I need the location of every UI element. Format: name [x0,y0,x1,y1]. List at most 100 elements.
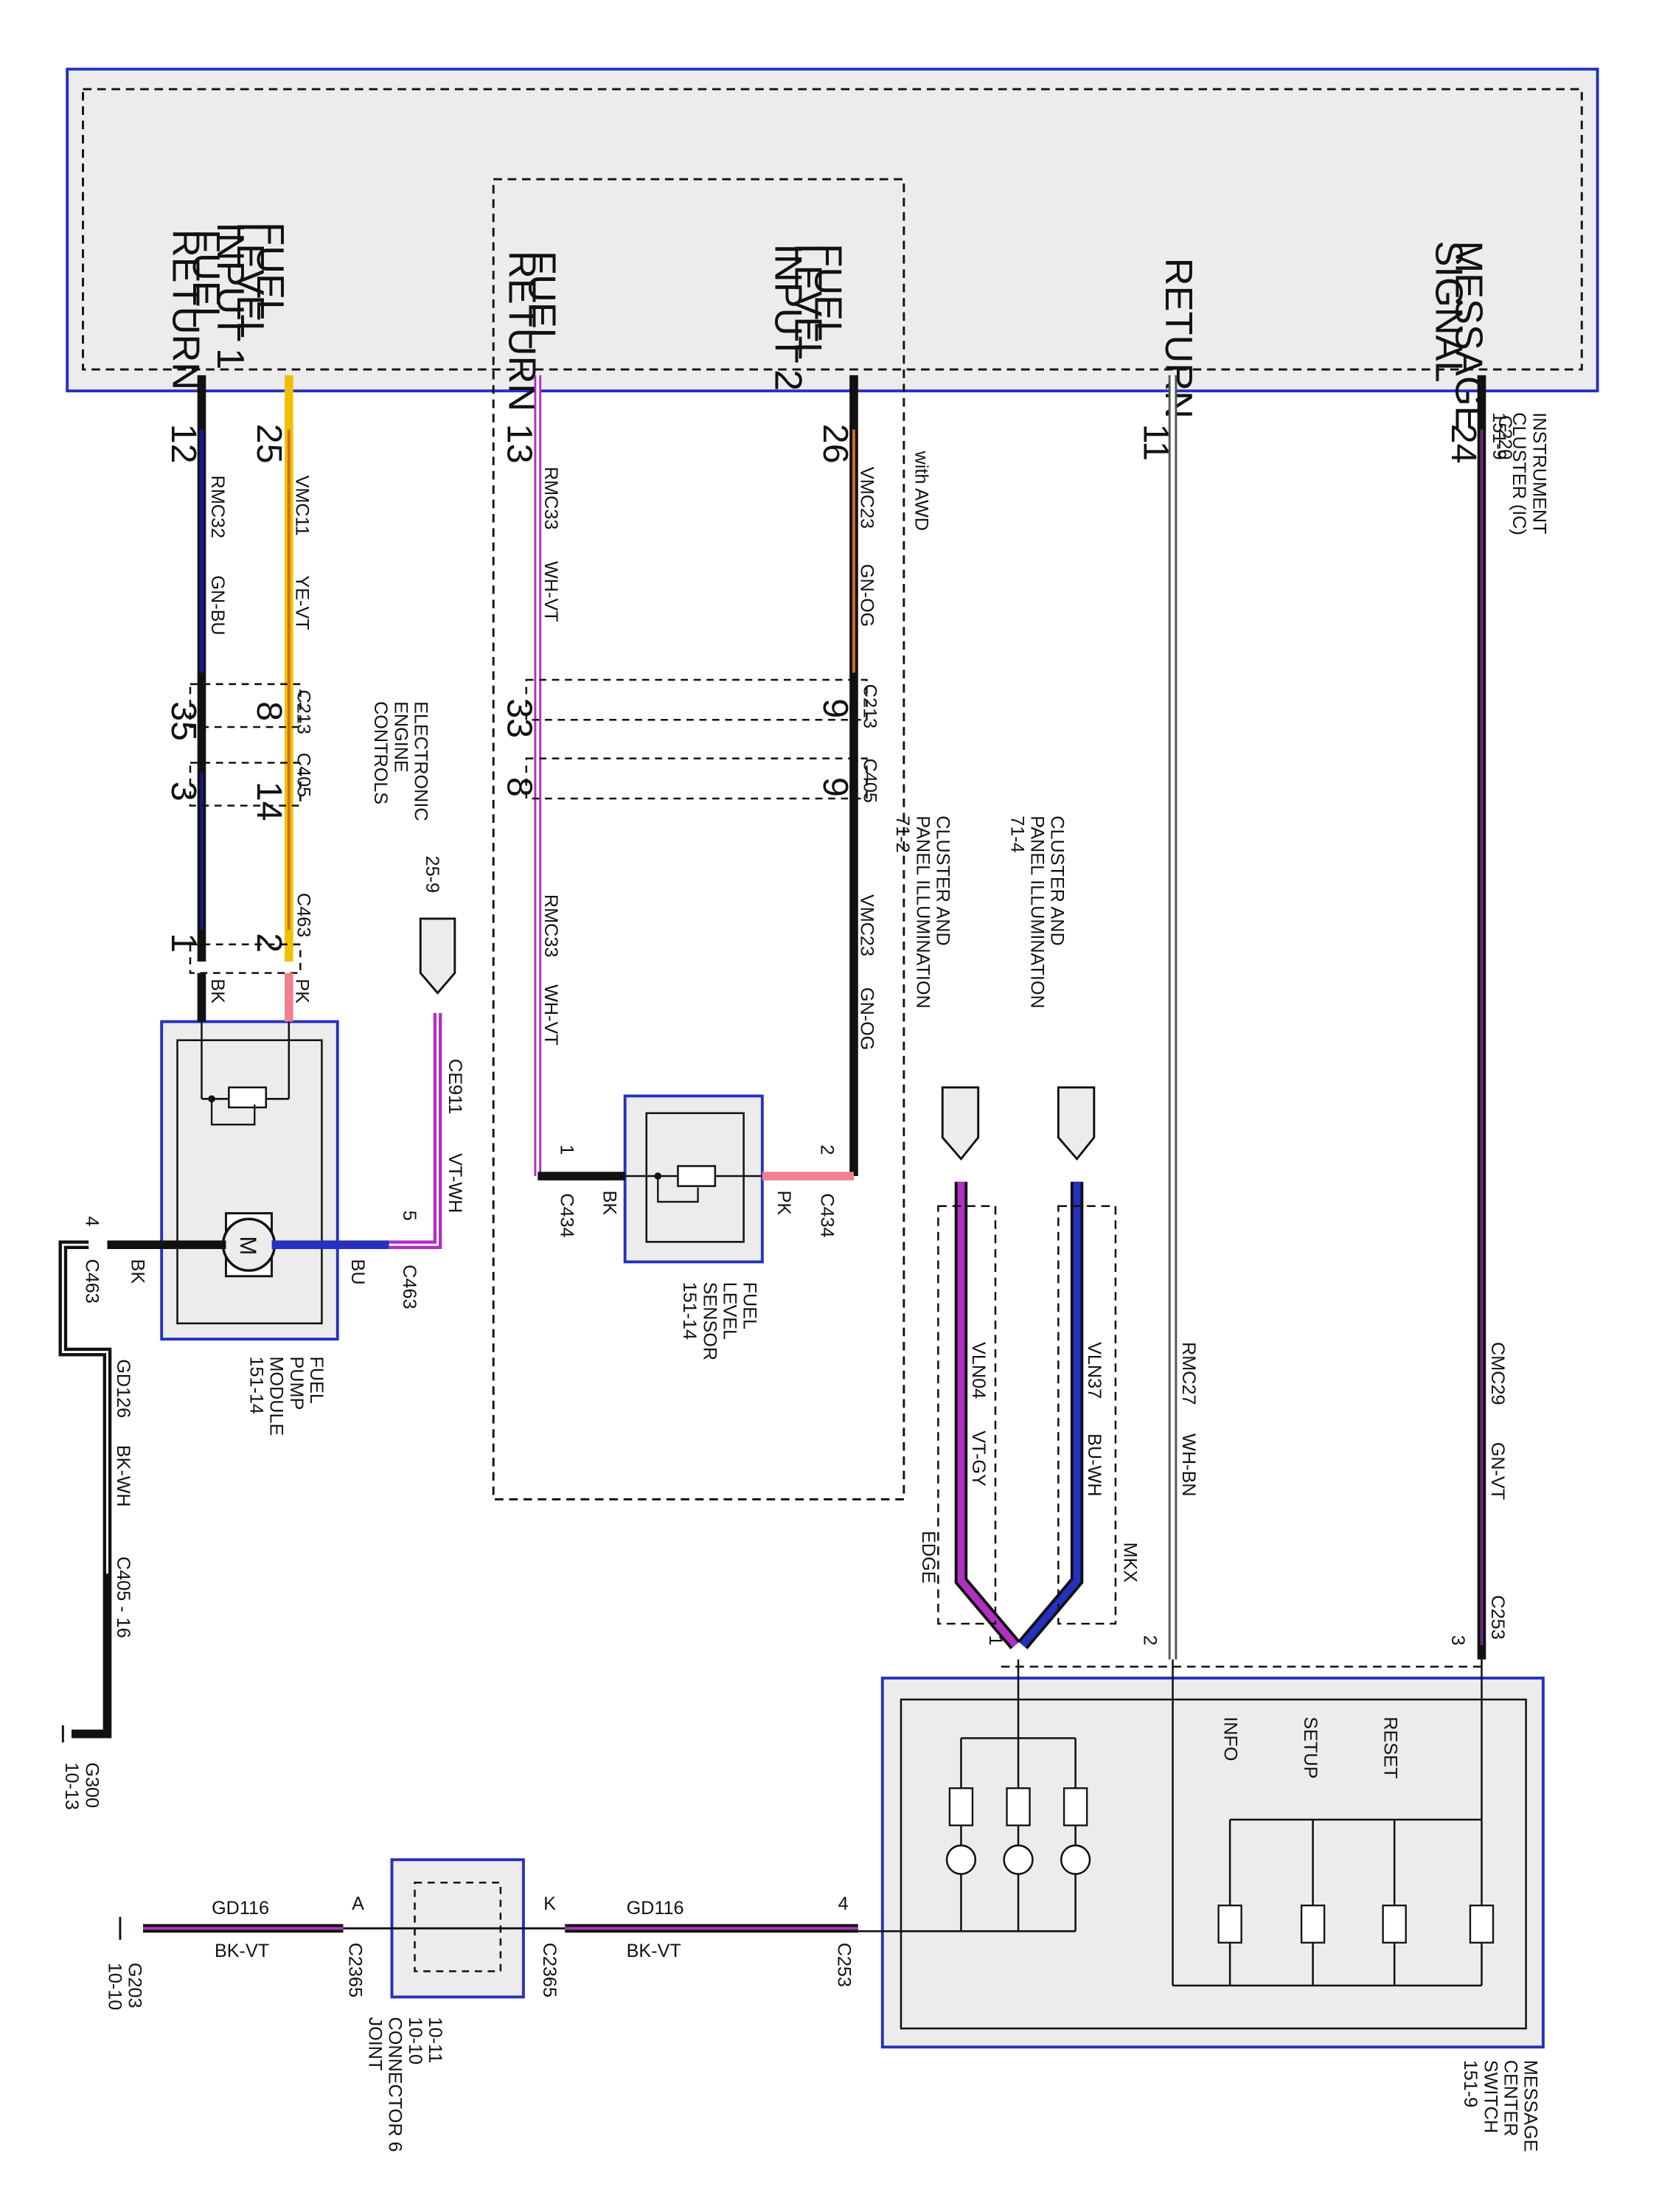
message-center-switch: INFO SETUP RESET MESSAGE CENTER SWITCH 1… [858,1659,1545,2157]
pin-35: 35 [164,701,204,741]
rmc33-label-2: RMC33 [540,894,561,957]
cluster-illumination: CLUSTER AND PANEL ILLUMINATION 71-2 CLUS… [892,815,1141,1649]
pin-11: 11 [1136,424,1176,461]
pin-label-line: INPUT 2 [766,243,809,391]
motor-symbol: M [235,1237,261,1256]
joint-line: 10-11 [425,2017,445,2064]
eec-ref: 25-9 [422,856,442,893]
wires [197,375,1486,1660]
mkx-label: MKX [1120,1543,1141,1583]
c405-16-label: C405 - 16 [113,1557,133,1638]
rmc33-label: RMC33 [540,467,561,529]
reset-label: RESET [1380,1717,1401,1778]
cmc29-label: CMC29 [1487,1342,1508,1405]
edge-label: EDGE [918,1531,939,1583]
c2365-left: C2365 [344,1943,365,1997]
c434-right: C434 [816,1193,837,1237]
vt-wh-label: VT-WH [445,1153,465,1213]
pump-bk: BK [207,978,228,1004]
pin-24: 24 [1444,424,1484,464]
pin-5: 5 [399,1211,420,1221]
joint-connector-title: 10-11 10-10 CONNECTOR 6 JOINT [364,2017,445,2157]
pin-label-line: FUEL [521,251,563,349]
c253-top-label: C253 [1487,1595,1508,1639]
joint-line: CONNECTOR 6 [385,2017,406,2152]
vmc23-label-2: VMC23 [857,894,877,956]
joint-line: 10-10 [405,2017,425,2065]
cluster-title: INSTRUMENT CLUSTER (IC) 151-9 [1489,412,1549,540]
gd126-ground: 4 C463 GD126 BK-WH C405 - 16 G300 10-13 [58,1216,133,1810]
vmc23-label: VMC23 [857,467,877,529]
pin-1-led: 1 [985,1635,1006,1646]
gn-bu-label: GN-BU [207,575,228,635]
c405-label-2: C405 [860,759,880,803]
g203-label: G203 10-10 [104,1963,145,2014]
pin-label-line: FUEL [248,222,291,321]
gd126-label: GD126 [113,1359,133,1418]
illum-line: CLUSTER AND [1047,815,1068,945]
pin-1-c434: 1 [556,1144,577,1155]
pin-2: 2 [249,933,289,953]
connector-names: C213 C405 C463 C213 C405 [293,684,880,937]
pin-8b: 8 [500,777,540,797]
pump-pk: PK [292,978,313,1004]
pin-8: 8 [249,701,289,721]
pin-3: 3 [164,782,204,801]
pin-1: 1 [164,933,204,953]
msg-center-title: MESSAGE CENTER SWITCH 151-9 [1460,2060,1540,2157]
sensor-line: 151-14 [679,1282,700,1340]
pin-label-fuel-return-2: FUEL RETURN [501,251,563,411]
pin-numbers: 12 25 13 26 11 24 35 8 3 14 1 2 33 9 8 9 [164,424,1484,953]
sensor-line: LEVEL [719,1282,740,1340]
instrument-cluster [66,67,1599,1500]
pump-line: MODULE [266,1356,287,1436]
sensor-pk: PK [773,1190,794,1215]
vln04-label: VLN04 [968,1342,989,1399]
pin-9: 9 [815,698,855,718]
pin-label-line: RETURN [164,229,207,390]
circuit-labels: RMC32 GN-BU VMC11 YE-VT RMC33 WH-VT VMC2… [207,467,1508,1646]
gn-og-label: GN-OG [857,564,877,627]
pump-bk-2: BK [127,1259,147,1284]
c463-gd: C463 [81,1259,102,1304]
connector-c220: C220 [1495,415,1515,459]
sensor-title: FUEL LEVEL SENSOR 151-14 [679,1282,759,1366]
illum-71-2: CLUSTER AND PANEL ILLUMINATION 71-2 [892,815,953,1013]
wh-vt-label-2: WH-VT [540,984,561,1046]
sensor-line: SENSOR [699,1282,720,1360]
c253-right: C253 [834,1943,855,1987]
pin-2-c253: 2 [1140,1635,1161,1646]
illum-line: PANEL ILLUMINATION [912,815,933,1008]
illum-71-4: CLUSTER AND PANEL ILLUMINATION 71-4 [1006,815,1067,1013]
pin-label-fuel-level-input-2: FUEL LEVEL INPUT 2 [766,243,849,391]
c463-eec: C463 [399,1265,420,1309]
setup-label: SETUP [1300,1717,1321,1778]
pin-label-line: INPUT 1 [209,222,251,369]
pump-line: FUEL [306,1356,327,1403]
msg-line: SWITCH [1480,2060,1500,2133]
pin-33: 33 [500,698,540,738]
fuel-pump-module: M BK PK BK BU FUEL PUMP MODULE 151-14 [107,973,389,1436]
joint-line: JOINT [364,2017,385,2071]
pin-label-line: FUEL [807,243,849,342]
msg-line: 151-9 [1460,2060,1481,2107]
sensor-line: FUEL [740,1282,760,1329]
pin-25: 25 [249,424,289,464]
bu-wh-label: BU-WH [1084,1433,1105,1496]
pin-k: K [543,1893,556,1914]
connector-boxes [189,678,868,974]
msg-line: MESSAGE [1520,2060,1541,2152]
illum-line: CLUSTER AND [932,815,953,945]
illum-line: PANEL ILLUMINATION [1026,815,1047,1008]
pin-label-fuel-level-input-1: FUEL LEVEL INPUT 1 [209,222,291,369]
title-line: CLUSTER (IC) [1509,412,1529,535]
gn-vt-label: GN-VT [1487,1442,1508,1500]
pump-line: 151-14 [246,1356,266,1413]
wh-vt-label: WH-VT [540,561,561,622]
pin-2-c434: 2 [816,1144,837,1155]
bk-vt-left-label: BK-VT [215,1941,269,1961]
info-label: INFO [1220,1717,1240,1761]
eec-connector: ELECTRONIC ENGINE CONTROLS 25-9 CE911 VT… [370,701,465,1309]
c434-left: C434 [556,1193,577,1237]
